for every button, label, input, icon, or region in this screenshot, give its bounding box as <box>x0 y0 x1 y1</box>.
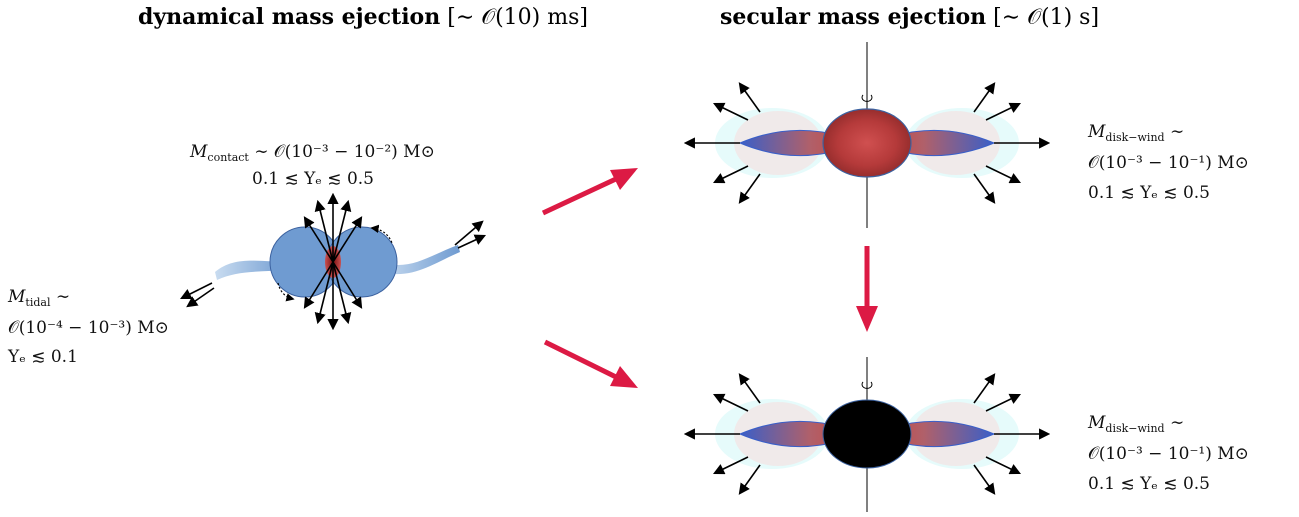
tidal-mass-label: Mtidal ∼ <box>7 287 70 309</box>
spin-arrow-bottom <box>277 282 295 302</box>
disk-wind-ye-top: 0.1 ≲ Yₑ ≲ 0.5 <box>1088 183 1210 203</box>
title-secular: secular mass ejection [∼ 𝒪(1) s] <box>720 4 1099 30</box>
disk-wind-ye-bottom: 0.1 ≲ Yₑ ≲ 0.5 <box>1088 474 1210 494</box>
arrow-head-1 <box>610 168 638 190</box>
disk-wind-mass-label-bottom: Mdisk−wind ∼ <box>1087 413 1184 435</box>
black-hole <box>822 399 912 469</box>
ns-remnant-system <box>683 42 1051 228</box>
disk-wind-arrows-bottom <box>683 373 1051 495</box>
title-dynamical: dynamical mass ejection [∼ 𝒪(10) ms] <box>138 4 588 30</box>
neutron-star-remnant <box>822 108 912 178</box>
tidal-mass-range: 𝒪(10⁻⁴ − 10⁻³) M⊙ <box>8 318 169 338</box>
contact-ejecta-arrows <box>303 192 363 331</box>
binary-merger <box>179 192 487 331</box>
contact-ye-label: 0.1 ≲ Yₑ ≲ 0.5 <box>252 169 374 189</box>
rotation-icon-top <box>861 94 873 102</box>
arrow-to-ns-remnant <box>541 175 620 216</box>
spin-arrow-top <box>370 224 393 244</box>
arrow-to-bh-remnant <box>543 339 620 381</box>
arrow-head-2 <box>610 366 638 388</box>
tidal-ye-label: Yₑ ≲ 0.1 <box>7 347 78 367</box>
tidal-tail-right <box>380 245 460 275</box>
disk-wind-mass-range-top: 𝒪(10⁻³ − 10⁻¹) M⊙ <box>1088 153 1249 173</box>
tidal-ejecta-arrows-left <box>179 282 215 308</box>
disk-wind-mass-label-top: Mdisk−wind ∼ <box>1087 122 1184 144</box>
disk-wind-arrows-top <box>683 82 1051 204</box>
tidal-ejecta-arrows-right <box>454 220 487 249</box>
disk-right-bottom <box>893 420 996 448</box>
bh-remnant-system <box>683 357 1051 512</box>
rotation-icon-bottom <box>861 381 873 389</box>
arrow-head-3 <box>856 306 878 332</box>
transition-arrows <box>541 168 878 388</box>
disk-right-top <box>893 129 996 157</box>
contact-mass-label: Mcontact ∼ 𝒪(10⁻³ − 10⁻²) M⊙ <box>189 142 435 164</box>
disk-wind-mass-range-bottom: 𝒪(10⁻³ − 10⁻¹) M⊙ <box>1088 444 1249 464</box>
